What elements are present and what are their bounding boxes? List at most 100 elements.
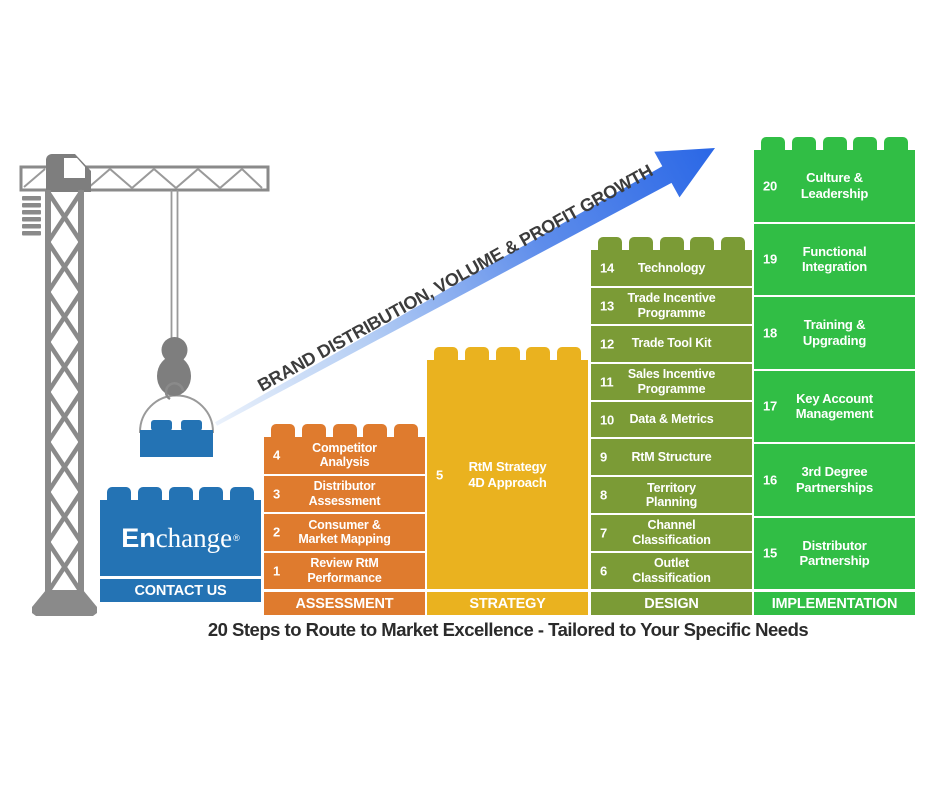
step-label: Training & Upgrading (802, 317, 867, 348)
stud (107, 487, 131, 500)
stud (659, 237, 684, 250)
hanging-brick (140, 420, 213, 457)
column-assessment: 4 Competitor Analysis 3 Distributor Asse… (264, 424, 425, 615)
stud (557, 347, 581, 360)
stud (271, 424, 295, 437)
crane-hook (157, 337, 191, 396)
step-number: 20 (763, 178, 778, 194)
crane-counterweight (22, 196, 41, 236)
stud (301, 424, 326, 437)
step-label: RtM Strategy 4D Approach (468, 459, 547, 490)
logo-en: En (121, 522, 156, 553)
stud (199, 487, 224, 500)
step-number: 11 (600, 374, 614, 390)
stud (690, 237, 715, 250)
step-number: 9 (600, 449, 608, 465)
step-number: 10 (600, 412, 615, 427)
step-number: 1 (273, 563, 281, 579)
step-item: 15 Distributor Partnership (754, 515, 915, 590)
step-number: 8 (600, 487, 608, 503)
step-number: 14 (600, 260, 615, 276)
step-item: 5 RtM Strategy 4D Approach (427, 360, 588, 589)
step-number: 13 (600, 298, 615, 314)
stud (137, 487, 162, 500)
step-item: 14 Technology (591, 250, 752, 286)
brick-studs (591, 237, 752, 250)
stud (394, 424, 418, 437)
step-label: Technology (637, 260, 706, 275)
stud (598, 237, 622, 250)
step-number: 3 (273, 486, 281, 502)
stud (168, 487, 193, 500)
stud (721, 237, 745, 250)
brick-studs (754, 137, 915, 150)
column-design: 14 Technology 13 Trade Incentive Program… (591, 237, 752, 615)
step-item: 6 Outlet Classification (591, 551, 752, 589)
step-number: 2 (273, 524, 281, 540)
crane-base (32, 590, 97, 616)
step-label: 3rd Degree Partnerships (795, 464, 874, 495)
footer-implementation: IMPLEMENTATION (754, 592, 915, 615)
crane-jib (19, 165, 270, 192)
step-item: 3 Distributor Assessment (264, 473, 425, 513)
stud (363, 424, 388, 437)
step-number: 5 (436, 467, 444, 482)
step-label: RtM Structure (631, 450, 712, 465)
stud (822, 137, 847, 150)
brick-studs (427, 347, 588, 360)
step-label: Review RtM Performance (307, 556, 382, 585)
logo-change: change (155, 522, 233, 553)
step-item: 16 3rd Degree Partnerships (754, 442, 915, 516)
step-item: 10 Data & Metrics (591, 399, 752, 438)
crane-mast (45, 189, 84, 595)
step-label: Competitor Analysis (312, 440, 377, 470)
hook-loop (164, 382, 185, 401)
step-number: 12 (600, 336, 615, 352)
step-label: Trade Incentive Programme (627, 291, 716, 320)
step-label: Functional Integration (802, 243, 867, 275)
step-item: 19 Functional Integration (754, 221, 915, 296)
step-item: 11 Sales Incentive Programme (591, 361, 752, 400)
registered-mark: ® (233, 533, 240, 543)
stud (495, 347, 520, 360)
step-item: 8 Territory Planning (591, 475, 752, 513)
step-item: 4 Competitor Analysis (264, 437, 425, 474)
step-item: 2 Consumer & Market Mapping (264, 512, 425, 551)
stud (230, 487, 254, 500)
stud (332, 424, 357, 437)
step-item: 13 Trade Incentive Programme (591, 285, 752, 324)
step-label: Sales Incentive Programme (627, 366, 716, 396)
step-label: Territory Planning (645, 480, 698, 510)
step-label: Distributor Assessment (308, 479, 381, 508)
stud (628, 237, 653, 250)
step-item: 12 Trade Tool Kit (591, 323, 752, 362)
brick-studs (100, 487, 261, 500)
step-number: 4 (273, 447, 281, 463)
stud (526, 347, 551, 360)
step-item: 20 Culture & Leadership (754, 150, 915, 222)
footer-design: DESIGN (591, 592, 752, 615)
step-number: 6 (600, 563, 608, 579)
stud (884, 137, 908, 150)
step-number: 16 (763, 472, 778, 488)
stud (434, 347, 458, 360)
step-number: 19 (763, 251, 778, 267)
step-number: 17 (763, 398, 778, 414)
crane-cab (46, 154, 91, 192)
step-item: 9 RtM Structure (591, 437, 752, 475)
step-label: Trade Tool Kit (631, 336, 712, 351)
step-label: Data & Metrics (629, 412, 714, 427)
step-item: 1 Review RtM Performance (264, 550, 425, 590)
column-strategy: 5 RtM Strategy 4D Approach STRATEGY (427, 347, 588, 615)
footer-assessment: ASSESSMENT (264, 592, 425, 615)
footer-contact-us[interactable]: CONTACT US (100, 579, 261, 602)
crane-cable (170, 190, 179, 345)
stud (853, 137, 878, 150)
brick-studs (264, 424, 425, 437)
footer-strategy: STRATEGY (427, 592, 588, 615)
step-label: Culture & Leadership (800, 170, 869, 201)
